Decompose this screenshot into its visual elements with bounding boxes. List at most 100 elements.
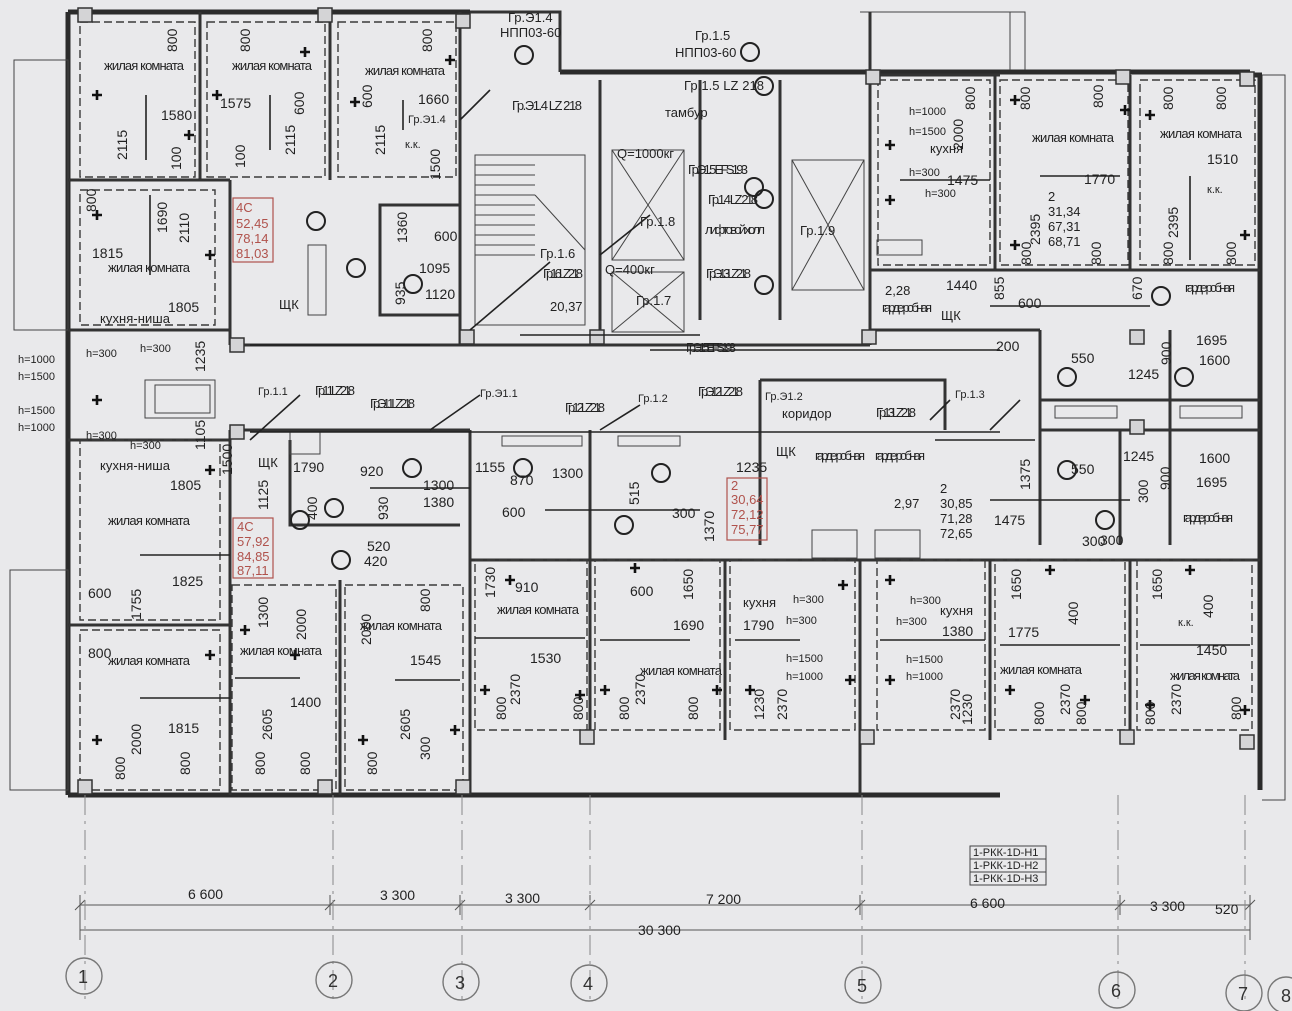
- circuit-label: Гр.Э1.4 LZ 218: [512, 98, 582, 113]
- dim-1500: 1500: [219, 444, 235, 475]
- dim-1125: 1125: [255, 480, 271, 510]
- circuit-label: Гр.Э1.2: [765, 391, 803, 403]
- dim-1650: 1650: [1149, 569, 1165, 600]
- dim-1230: 1230: [959, 694, 975, 725]
- stamp-line-3: 1-РКК-1D-Н3: [973, 873, 1038, 885]
- room-label: жилая комната: [240, 643, 323, 658]
- corridor-label: коридор: [782, 406, 832, 421]
- dim-600: 600: [359, 84, 375, 108]
- dim-1805: 1805: [168, 299, 199, 315]
- span-3-4: 3 300: [505, 890, 540, 906]
- dim-520: 520: [367, 538, 391, 554]
- mount-height: h=300: [910, 595, 941, 607]
- kk-label: к.к.: [1178, 617, 1194, 629]
- dim-400: 400: [1200, 594, 1216, 618]
- dim-2395: 2395: [1027, 214, 1043, 245]
- apt-total-area: 72,12: [731, 507, 764, 522]
- dim-2000: 2000: [950, 119, 966, 150]
- kk-label: к.к.: [1207, 184, 1223, 196]
- dim-930: 930: [375, 496, 391, 520]
- mount-height: h=1000: [786, 671, 823, 683]
- dim-800: 800: [364, 751, 380, 775]
- dim-800: 800: [164, 28, 180, 52]
- mount-height: h=300: [86, 348, 117, 360]
- dim-400: 400: [304, 496, 320, 520]
- dim-800: 800: [1160, 241, 1176, 265]
- dim-2395: 2395: [1165, 207, 1181, 238]
- dim-870: 870: [510, 472, 534, 488]
- mount-height: h=300: [909, 167, 940, 179]
- mount-height: h=1500: [906, 654, 943, 666]
- dim-1600: 1600: [1199, 450, 1230, 466]
- dim-2000: 2000: [358, 614, 374, 645]
- apt-type: 4С: [237, 519, 254, 534]
- dim-1545: 1545: [410, 652, 441, 668]
- mount-height: h=300: [786, 615, 817, 627]
- kitchen-niche-label: кухня-ниша: [100, 458, 171, 473]
- dim-1815: 1815: [92, 245, 123, 261]
- axis-label-8: 8: [1281, 986, 1291, 1006]
- dim-2370: 2370: [1168, 684, 1184, 715]
- room-labels: жилая комната жилая комната жилая комнат…: [100, 58, 1243, 683]
- dim-600: 600: [502, 504, 526, 520]
- misc-labels: Q=1000кг Q=400кг ЩК ЩК ЩК ЩК к.к. к.к. к…: [18, 106, 1223, 683]
- panel-label: ЩК: [776, 444, 796, 459]
- dim-1770: 1770: [1084, 171, 1115, 187]
- circuit-label: Гр.1.2 LZ 218: [565, 400, 605, 415]
- mount-height: h=300: [793, 594, 824, 606]
- dim-400: 400: [1065, 601, 1081, 625]
- dim-1575: 1575: [220, 95, 251, 111]
- apt-living-area: 52,45: [236, 216, 269, 231]
- room-label: жилая комната: [360, 618, 443, 633]
- circuit-label: Гр.1.5: [695, 28, 730, 43]
- circuit-labels: Гр.Э1.4 НПП03-60 Гр.1.5 НПП03-60 Гр.1.5 …: [258, 10, 985, 420]
- room-label: жилая комната: [640, 663, 723, 678]
- panel-label: ЩК: [941, 308, 961, 323]
- span-4-5: 7 200: [706, 891, 741, 907]
- mount-height: h=300: [140, 343, 171, 355]
- room-label: жилая комната: [108, 260, 191, 275]
- dim-515: 515: [626, 481, 642, 505]
- dim-550: 550: [1071, 350, 1095, 366]
- room-label: жилая комната: [497, 602, 580, 617]
- dim-1300: 1300: [255, 597, 271, 628]
- dim-1815: 1815: [168, 720, 199, 736]
- exterior-walls: [9, 9, 1286, 801]
- mount-height: h=1000: [909, 106, 946, 118]
- apt-type: 2: [731, 478, 738, 493]
- dim-1380: 1380: [423, 494, 454, 510]
- room-outlines: [79, 21, 1256, 791]
- axis-label-7: 7: [1238, 984, 1248, 1004]
- span-6-7: 3 300: [1150, 898, 1185, 914]
- circuit-label: Гр.Э1.1 LZ 218: [370, 396, 415, 411]
- dim-1475: 1475: [994, 512, 1025, 528]
- dim-1440: 1440: [946, 277, 977, 293]
- dim-1730: 1730: [482, 567, 498, 598]
- circuit-label: Гр.1.9: [800, 223, 835, 238]
- dim-800: 800: [237, 28, 253, 52]
- dim-2110: 2110: [176, 213, 192, 243]
- apt-total-area: 84,85: [237, 549, 270, 564]
- dim-1370: 1370: [701, 511, 717, 542]
- dim-1235: 1235: [736, 459, 767, 475]
- mount-height: h=300: [896, 616, 927, 628]
- dim-300: 300: [1100, 532, 1124, 548]
- dim-1380: 1380: [942, 623, 973, 639]
- dim-900: 900: [1158, 341, 1174, 365]
- dim-2000: 2000: [128, 724, 144, 755]
- dim-600: 600: [88, 585, 112, 601]
- axis-label-1: 1: [78, 967, 88, 987]
- apt-type: 2: [1048, 189, 1055, 204]
- vertical-dimensions: 800 800 800 2115 2115 2115 100 100 600 6…: [83, 28, 1244, 780]
- circuit-label: Гр.1.8: [640, 214, 675, 229]
- room-label: жилая комната: [108, 653, 191, 668]
- total-length: 30 300: [638, 922, 681, 938]
- dim-1450: 1450: [1196, 642, 1227, 658]
- dim-2115: 2115: [282, 125, 298, 155]
- axis-label-3: 3: [455, 973, 465, 993]
- dim-800: 800: [1160, 86, 1176, 110]
- axis-label-4: 4: [583, 974, 593, 994]
- apt-gross-area: 81,03: [236, 246, 269, 261]
- apt-total-area: 78,14: [236, 231, 269, 246]
